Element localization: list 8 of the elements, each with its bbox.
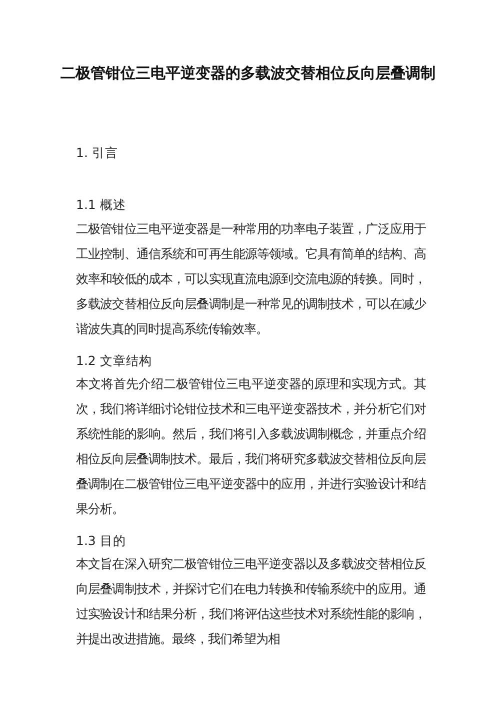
paragraph: 本文将首先介绍二极管钳位三电平逆变器的原理和实现方式。其次，我们将详细讨论钳位技术和三电平逆变器技术，并分析它们对系统性能的影响。然后，我们将引入多载波调制概念，并重点介绍相位反向层叠调制技术。最后，我们将研究多载波交替相位反向层叠调制在二极管钳位三电平逆变器中的应用，并进行实验设计和结果分析。 — [76, 376, 426, 518]
heading: 1. 引言 — [76, 144, 118, 162]
title: 二极管钳位三电平逆变器的多载波交替相位反向层叠调制 — [60, 64, 436, 83]
heading: 1.3 目的 — [76, 532, 126, 550]
paragraph: 本文旨在深入研究二极管钳位三电平逆变器以及多载波交替相位反向层叠调制技术，并探讨它们在电力转换和传输系统中的应用。通过实验设计和结果分析，我们将评估这些技术对系统性能的影响，并提出改进措施。最终，我们希望为相 — [76, 556, 426, 648]
heading: 1.2 文章结构 — [76, 352, 152, 370]
paragraph: 二极管钳位三电平逆变器是一种常用的功率电子装置，广泛应用于工业控制、通信系统和可再生能源等领域。它具有简单的结构、高效率和较低的成本，可以实现直流电源到交流电源的转换。同时，多载波交替相位反向层叠调制是一种常见的调制技术，可以在减少谐波失真的同时提高系统传输效率。 — [76, 221, 426, 338]
heading: 1.1 概述 — [76, 196, 126, 214]
